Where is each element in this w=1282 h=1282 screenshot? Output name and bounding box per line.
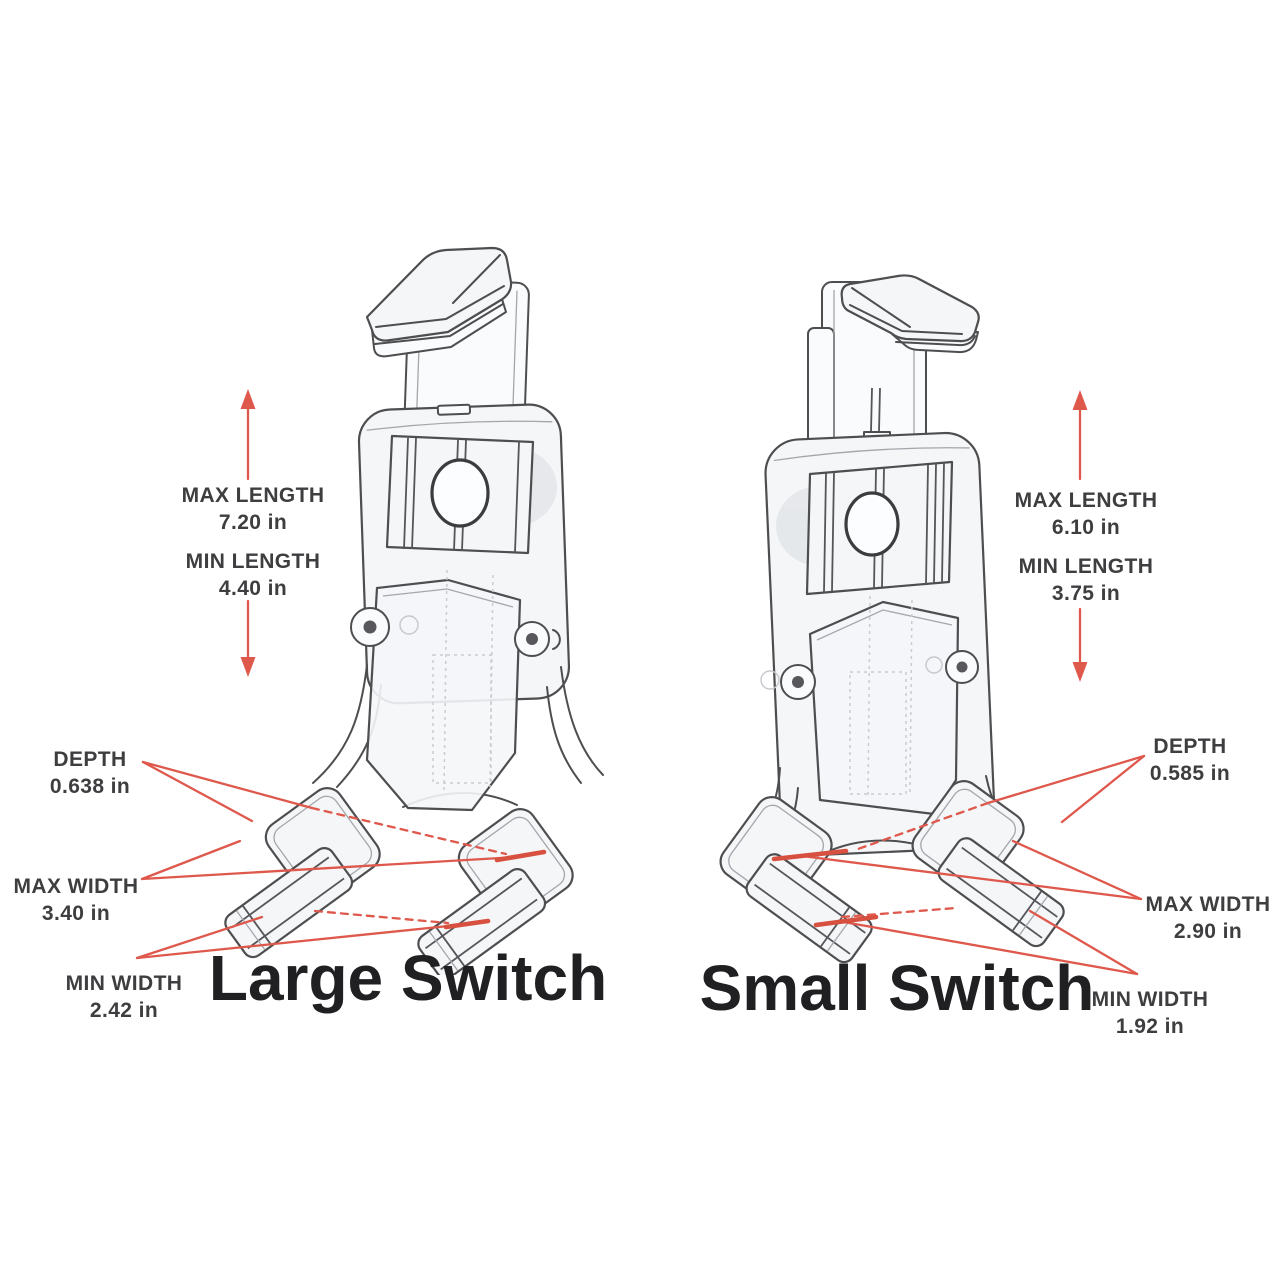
adjuster-knob: [844, 491, 900, 557]
small-max-length-label: MAX LENGTH 6.10 in: [1015, 488, 1158, 542]
large-max-width-label: MAX WIDTH 3.40 in: [14, 874, 139, 928]
large-max-length-label: MAX LENGTH 7.20 in: [182, 483, 325, 537]
adjuster-knob: [430, 458, 490, 528]
measure-value: 6.10 in: [1051, 515, 1121, 539]
small-switch-title: Small Switch: [699, 952, 1095, 1024]
large-switch-illustration: [224, 246, 604, 975]
large-switch-title: Large Switch: [208, 942, 608, 1014]
measure-name: MIN WIDTH: [1091, 988, 1209, 1011]
small-depth-label: DEPTH 0.585 in: [1150, 734, 1230, 788]
hexagon-plate: [808, 595, 960, 816]
right-clamp: [911, 780, 1065, 948]
small-min-width-label: MIN WIDTH 1.92 in: [1092, 987, 1209, 1041]
small-switch-illustration: [719, 274, 1065, 964]
length-arrow-small: [1072, 390, 1088, 682]
top-hook: [365, 246, 513, 358]
measure-name: MIN WIDTH: [65, 972, 183, 995]
small-max-width-label: MAX WIDTH 2.90 in: [1146, 892, 1271, 946]
measure-name: MAX LENGTH: [181, 484, 325, 507]
measure-name: MIN LENGTH: [185, 550, 321, 573]
large-depth-label: DEPTH 0.638 in: [50, 747, 130, 801]
small-min-length-label: MIN LENGTH 3.75 in: [1019, 554, 1154, 608]
leader-lines-small: [771, 754, 1146, 976]
measure-value: 0.638 in: [49, 774, 131, 798]
leader-lines-large: [135, 760, 547, 960]
adjuster-panel: [805, 460, 954, 596]
measure-value: 7.20 in: [218, 510, 288, 534]
adjuster-panel: [385, 434, 535, 555]
measure-name: MAX LENGTH: [1014, 489, 1158, 512]
measure-value: 0.585 in: [1149, 761, 1231, 785]
measure-name: MAX WIDTH: [13, 875, 139, 898]
measure-name: MIN LENGTH: [1018, 555, 1154, 578]
measure-value: 3.40 in: [41, 901, 111, 925]
measure-value: 4.40 in: [218, 576, 288, 600]
measure-name: DEPTH: [53, 748, 127, 771]
measure-value: 2.42 in: [89, 998, 159, 1022]
left-clamp: [719, 796, 873, 964]
side-screws: [760, 650, 979, 700]
large-min-length-label: MIN LENGTH 4.40 in: [186, 549, 321, 603]
hexagon-plate: [365, 569, 522, 812]
measure-name: MAX WIDTH: [1145, 893, 1271, 916]
large-min-width-label: MIN WIDTH 2.42 in: [66, 971, 183, 1025]
measure-value: 2.90 in: [1173, 919, 1243, 943]
length-arrow-large: [240, 389, 256, 677]
measure-name: DEPTH: [1153, 735, 1227, 758]
measure-value: 1.92 in: [1115, 1014, 1185, 1038]
measure-value: 3.75 in: [1051, 581, 1121, 605]
side-screws: [350, 607, 561, 657]
top-hook: [840, 274, 980, 354]
